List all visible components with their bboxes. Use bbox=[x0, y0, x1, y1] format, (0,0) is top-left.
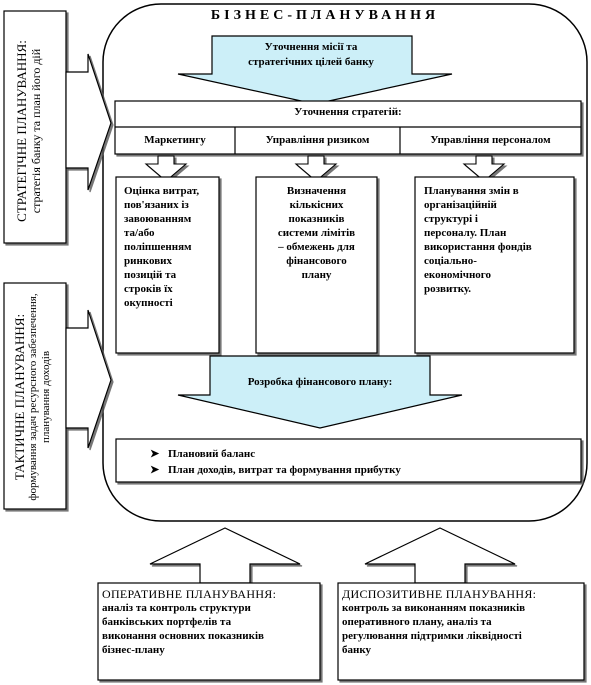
tactical-label-box bbox=[3, 282, 67, 510]
tactical-arrow bbox=[65, 309, 112, 449]
risk-line: – обмежень для bbox=[278, 241, 355, 253]
strategic-heading: СТРАТЕГІЧНЕ ПЛАНУВАННЯ: bbox=[14, 40, 29, 222]
personnel-line: організаційній bbox=[424, 199, 497, 211]
operational-line: виконання основних показників bbox=[102, 630, 264, 642]
plan-list-box bbox=[115, 438, 582, 483]
personnel-line: економічного bbox=[424, 269, 492, 281]
marketing-line: поліпшенням bbox=[124, 241, 192, 253]
dispositive-line: регулювання підтримки ліквідності bbox=[342, 630, 522, 642]
personnel-down-arrow bbox=[462, 155, 506, 182]
operational-up-arrow bbox=[149, 527, 301, 584]
mission-text: Уточнення місії та стратегічних цілей ба… bbox=[215, 40, 407, 70]
arrow-bullet-icon: ➤ bbox=[150, 464, 160, 476]
tactical-label: ТАКТИЧНЕ ПЛАНУВАННЯ: формування задач ре… bbox=[12, 284, 57, 510]
strategic-text: стратегія банку та план його дій bbox=[29, 48, 43, 214]
marketing-line: строків їх bbox=[124, 283, 173, 295]
marketing-line: окупності bbox=[124, 297, 173, 309]
list-item-text: Плановий баланс bbox=[168, 448, 256, 460]
personnel-line: структурі і bbox=[424, 213, 478, 225]
tactical-heading: ТАКТИЧНЕ ПЛАНУВАННЯ: bbox=[12, 313, 27, 481]
marketing-line: пов'язаних із bbox=[124, 199, 189, 211]
column-head-personnel: Управління персоналом bbox=[430, 134, 551, 146]
list-item: ➤ План доходів, витрат та формування приб… bbox=[150, 462, 401, 478]
risk-line: Визначення bbox=[286, 185, 347, 197]
operational-box bbox=[97, 582, 321, 681]
dispositive-up-arrow bbox=[364, 527, 516, 584]
operational-line: банківських портфелів та bbox=[102, 616, 232, 628]
marketing-line: позицій та bbox=[124, 269, 177, 281]
strategic-arrow bbox=[65, 53, 112, 191]
marketing-down-arrow bbox=[144, 155, 188, 182]
marketing-box bbox=[115, 176, 220, 354]
personnel-line: персоналу. План bbox=[424, 227, 507, 239]
operational-line: аналіз та контроль структури bbox=[102, 602, 251, 614]
marketing-line: Оцінка витрат, bbox=[124, 185, 200, 197]
dispositive-text: ДИСПОЗИТИВНЕ ПЛАНУВАННЯ: контроль за вик… bbox=[342, 587, 582, 657]
strategic-label-box bbox=[3, 10, 67, 244]
marketing-line: ринкових bbox=[124, 255, 172, 267]
risk-text: Визначення кількісних показників системи… bbox=[258, 184, 375, 282]
personnel-line: розвитку. bbox=[424, 283, 472, 295]
personnel-text: Планування змін в організаційній структу… bbox=[424, 184, 572, 296]
risk-line: системи лімітів bbox=[277, 227, 356, 239]
risk-line: фінансового bbox=[286, 255, 347, 267]
arrow-bullet-icon: ➤ bbox=[150, 448, 160, 460]
tactical-text: формування задач ресурсного забезпечення… bbox=[27, 293, 52, 501]
financial-plan-heading: Розробка фінансового плану: bbox=[247, 376, 393, 388]
marketing-line: завоюванням bbox=[124, 213, 192, 225]
operational-heading: ОПЕРАТИВНЕ ПЛАНУВАННЯ: bbox=[102, 587, 277, 601]
operational-text: ОПЕРАТИВНЕ ПЛАНУВАННЯ: аналіз та контрол… bbox=[102, 587, 318, 657]
risk-line: кількісних bbox=[289, 199, 344, 211]
mission-arrow bbox=[177, 35, 453, 105]
marketing-text: Оцінка витрат, пов'язаних із завоюванням… bbox=[124, 184, 218, 310]
personnel-line: використання фондів bbox=[424, 241, 532, 253]
mission-line-2: стратегічних цілей банку bbox=[248, 56, 374, 68]
risk-line: показників bbox=[288, 213, 345, 225]
dispositive-heading: ДИСПОЗИТИВНЕ ПЛАНУВАННЯ: bbox=[342, 587, 537, 601]
list-item: ➤ Плановий баланс bbox=[150, 446, 401, 462]
personnel-line: соціально- bbox=[424, 255, 477, 267]
personnel-box bbox=[414, 176, 575, 354]
column-head-risk: Управління ризиком bbox=[265, 134, 370, 146]
risk-line: плану bbox=[301, 269, 332, 281]
risk-box bbox=[255, 176, 378, 354]
plan-list: ➤ Плановий баланс ➤ План доходів, витрат т… bbox=[150, 446, 401, 478]
marketing-line: та/або bbox=[124, 227, 155, 239]
diagram-title: БІЗНЕС-ПЛАНУВАННЯ bbox=[210, 8, 440, 23]
column-head-marketing: Маркетингу bbox=[144, 134, 206, 146]
dispositive-line: оперативного плану, аналіз та bbox=[342, 616, 492, 628]
dispositive-line: банку bbox=[342, 644, 372, 656]
mission-line-1: Уточнення місії та bbox=[264, 41, 358, 53]
dispositive-box bbox=[337, 582, 585, 681]
strategies-heading: Уточнення стратегій: bbox=[294, 106, 402, 118]
financial-plan-arrow bbox=[177, 355, 463, 429]
risk-down-arrow bbox=[294, 155, 338, 182]
strategic-label: СТРАТЕГІЧНЕ ПЛАНУВАННЯ: стратегія банку … bbox=[14, 15, 55, 247]
list-item-text: План доходів, витрат та формування прибу… bbox=[168, 464, 401, 476]
operational-line: бізнес-плану bbox=[102, 644, 165, 656]
personnel-line: Планування змін в bbox=[424, 185, 519, 197]
dispositive-line: контроль за виконанням показників bbox=[342, 602, 526, 614]
